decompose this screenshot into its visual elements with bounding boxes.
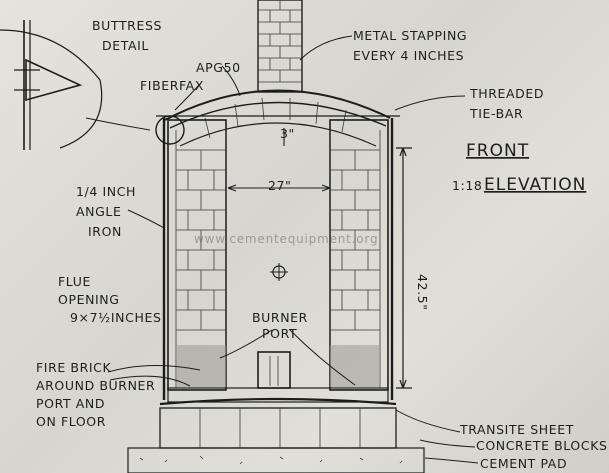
metal-strapping-label-2: EVERY 4 INCHES xyxy=(353,48,464,63)
flue-label-3: 9×7½INCHES xyxy=(70,310,162,325)
height-dimension xyxy=(396,147,412,389)
left-wall xyxy=(167,119,227,391)
tie-bar-label-1: THREADED xyxy=(469,86,544,101)
fire-brick-label-3: PORT AND xyxy=(36,396,105,411)
angle-iron-label-3: IRON xyxy=(88,224,122,239)
center-mark xyxy=(270,263,288,281)
angle-iron-label-1: 1/4 INCH xyxy=(76,184,136,199)
front-title: FRONT xyxy=(466,141,529,161)
flue-label-2: OPENING xyxy=(58,292,120,307)
fiberfax-label: FIBERFAX xyxy=(140,78,204,93)
right-wall xyxy=(329,119,389,391)
burner-port xyxy=(257,351,291,389)
arch-thickness-value: 3" xyxy=(280,126,295,141)
buttress-detail-sketch xyxy=(0,20,103,150)
tie-bar-label-2: TIE-BAR xyxy=(469,106,523,121)
base-structure xyxy=(127,387,425,473)
apg50-label: APG50 xyxy=(196,60,241,75)
buttress-label-2: DETAIL xyxy=(102,38,149,53)
watermark: www.cementequipment.org xyxy=(194,232,378,246)
elevation-title: ELEVATION xyxy=(484,175,586,195)
concrete-label: CONCRETE BLOCKS xyxy=(476,438,608,453)
buttress-label-1: BUTTRESS xyxy=(92,18,162,33)
fire-brick-label-2: AROUND BURNER xyxy=(36,378,155,393)
chimney xyxy=(257,0,303,93)
flue-label-1: FLUE xyxy=(58,274,91,289)
scale-label: 1:18 xyxy=(452,178,482,193)
fire-brick-label-4: ON FLOOR xyxy=(36,414,106,429)
right-fire-brick xyxy=(330,345,380,387)
left-fire-brick xyxy=(176,345,226,387)
transite-sheet xyxy=(159,397,397,406)
angle-iron-label-2: ANGLE xyxy=(76,204,121,219)
angle-iron xyxy=(162,118,394,400)
fire-brick-label-1: FIRE BRICK xyxy=(36,360,112,375)
burner-label-1: BURNER xyxy=(252,310,308,325)
leader-lines xyxy=(85,35,479,464)
width-dimension xyxy=(227,184,331,192)
burner-label-2: PORT xyxy=(262,326,297,341)
concrete-blocks xyxy=(159,407,397,449)
buttress-callout-circle xyxy=(155,115,185,145)
inner-width-value: 27" xyxy=(268,178,291,193)
cement-pad xyxy=(127,447,425,473)
cement-label: CEMENT PAD xyxy=(480,456,567,471)
arch-roof xyxy=(164,89,391,147)
transite-label: TRANSITE SHEET xyxy=(459,422,574,437)
height-value: 42.5" xyxy=(415,274,430,311)
metal-strapping-label-1: METAL STAPPING xyxy=(353,28,467,43)
